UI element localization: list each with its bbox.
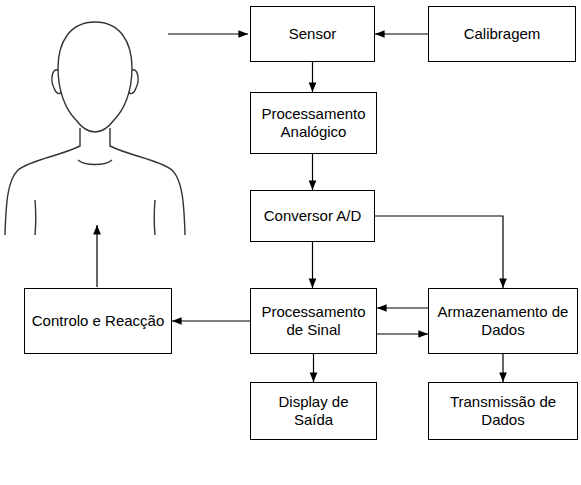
box-label: Display de Saída (257, 393, 370, 429)
flow-arrow (375, 33, 428, 34)
box-label: Transmissão de Dados (435, 393, 571, 429)
box-label: Controlo e Reacção (32, 312, 165, 330)
feedback-arrow (96, 225, 97, 287)
sensor-box: Sensor (250, 6, 375, 62)
output-box: Display de Saída (250, 382, 377, 440)
flow-arrow (502, 354, 503, 382)
flow-arrow (313, 354, 314, 382)
box-label: Calibragem (464, 25, 541, 43)
flow-arrow (172, 320, 250, 321)
process-box: Processamento Analógico (250, 92, 377, 154)
human-figure (5, 22, 185, 235)
flow-arrow (312, 242, 313, 288)
box-label: Conversor A/D (264, 207, 362, 225)
process-box: Controlo e Reacção (24, 288, 172, 354)
box-label: Processamento Analógico (257, 105, 370, 141)
box-label: Armazenamento de Dados (435, 303, 571, 339)
flow-arrow (312, 154, 313, 190)
process-box: Conversor A/D (250, 190, 375, 242)
box-label: Sensor (289, 25, 337, 43)
box-label: Processamento de Sinal (257, 303, 370, 339)
flow-arrow (377, 307, 428, 308)
measurement-arrow (168, 33, 248, 34)
storage-box: Armazenamento de Dados (428, 288, 578, 354)
process-box: Processamento de Sinal (250, 288, 377, 354)
flow-arrow (377, 333, 428, 334)
output-box: Transmissão de Dados (428, 382, 578, 440)
flow-arrow (375, 216, 503, 288)
flow-arrow (312, 62, 313, 92)
calibration-box: Calibragem (428, 6, 576, 62)
